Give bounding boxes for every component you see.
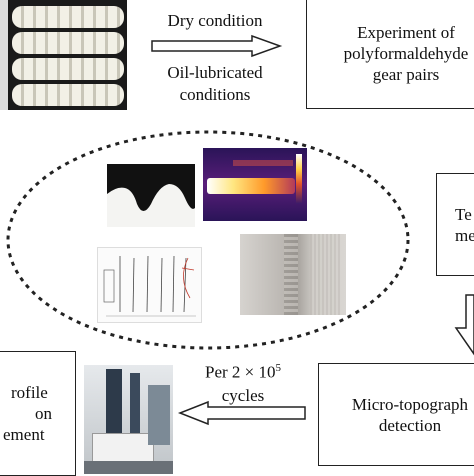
micro-topography-box: Micro-topograph detection [318, 363, 474, 466]
cycles-label-text: Per 2 × 10 [205, 362, 276, 382]
gear-photo [0, 0, 127, 110]
profile-line-3: ement [3, 425, 45, 444]
dry-condition-label: Dry condition [167, 11, 263, 30]
instrument-photo [84, 365, 173, 474]
experiment-box: Experiment of polyformaldehyde gear pair… [306, 0, 474, 109]
temperature-line-2: me [455, 225, 474, 245]
cycles-label-line-1: Per 2 × 105 [178, 358, 308, 383]
temperature-line-1: Te [455, 204, 472, 224]
profile-line-2: on [35, 404, 52, 423]
bottom-arrow-icon [177, 400, 306, 426]
experiment-line-2: polyformaldehyde [343, 44, 469, 63]
experiment-line-3: gear pairs [372, 65, 440, 84]
experiment-line-1: Experiment of [357, 23, 455, 42]
temperature-box: Te me [436, 173, 474, 276]
cycles-label-line-2: cycles [221, 386, 265, 405]
micrograph-image [240, 234, 346, 315]
profile-line-1: rofile [11, 383, 48, 402]
wear-curves-image [97, 247, 202, 323]
tooth-profile-image [107, 164, 195, 227]
profile-box: rofile on ement [0, 351, 76, 476]
oil-lubricated-label-2: conditions [179, 85, 251, 104]
thermal-image [203, 148, 307, 221]
micro-line-2: detection [378, 415, 442, 435]
oil-lubricated-label-1: Oil-lubricated [167, 63, 263, 82]
top-arrow-icon [151, 34, 283, 58]
down-arrow-icon [454, 294, 474, 356]
micro-line-1: Micro-topograph [351, 394, 469, 414]
images-ellipse [6, 130, 410, 350]
cycles-label-exponent: 5 [275, 362, 282, 374]
